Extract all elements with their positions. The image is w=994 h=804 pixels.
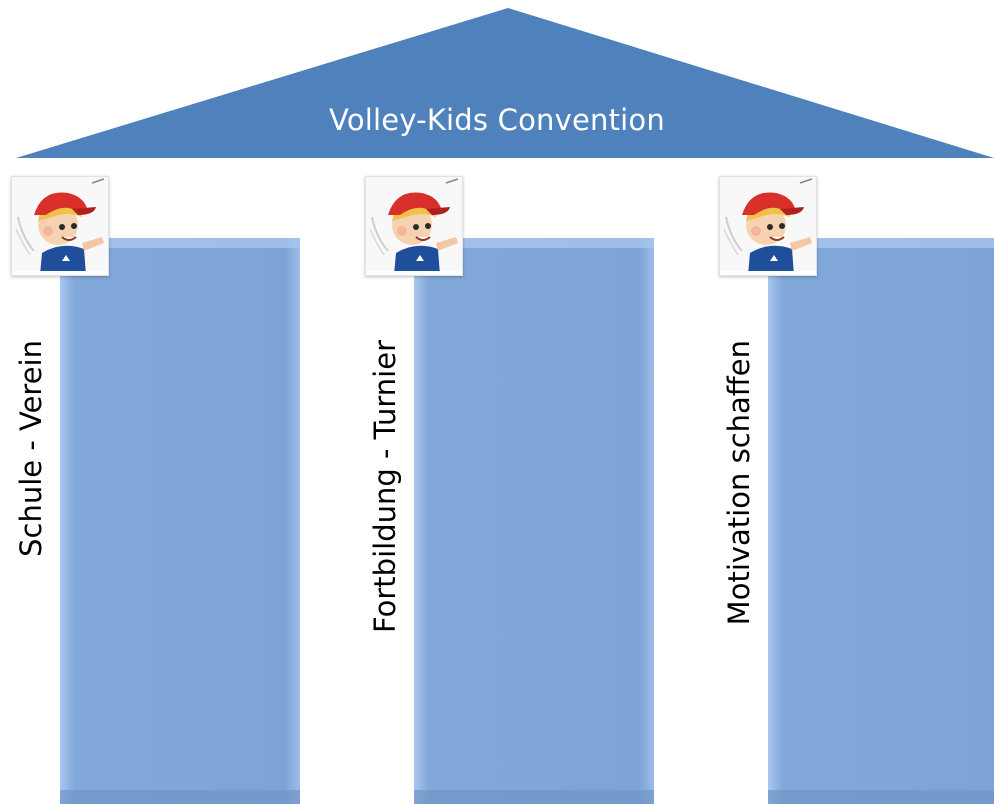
boy-with-red-cap-icon (12, 177, 108, 275)
mascot-2 (365, 176, 463, 276)
mascot-1 (11, 176, 109, 276)
pillar-1-label: Schule - Verein (14, 340, 48, 557)
pillar-1 (60, 238, 300, 804)
pillar-3 (768, 238, 994, 804)
roof-triangle (16, 8, 994, 158)
pillar-3-label: Motivation schaffen (722, 340, 756, 626)
roof-title: Volley-Kids Convention (329, 103, 665, 137)
boy-with-red-cap-icon (366, 177, 462, 275)
pillar-2 (414, 238, 654, 804)
mascot-3 (719, 176, 817, 276)
pillar-2-label: Fortbildung - Turnier (368, 340, 402, 633)
boy-with-red-cap-icon (720, 177, 816, 275)
